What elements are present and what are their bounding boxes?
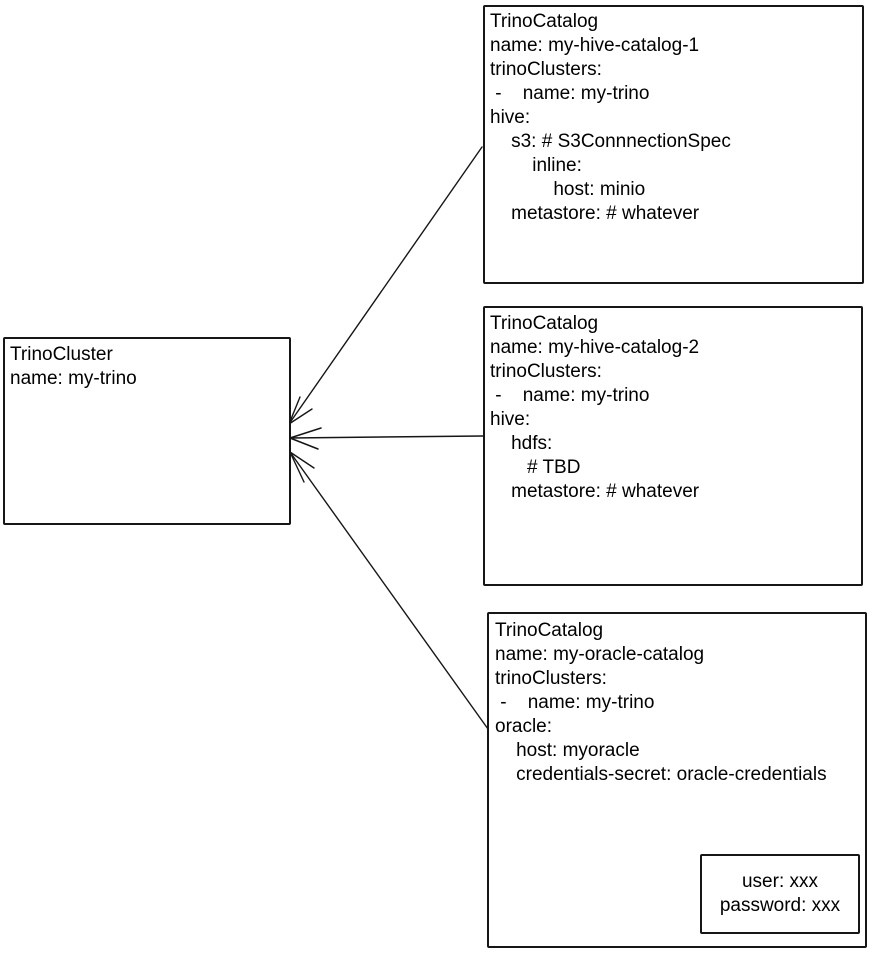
yaml-line: name: my-trino xyxy=(10,368,137,389)
arrow-catalog1-to-cluster xyxy=(288,146,483,425)
yaml-line: s3: # S3ConnnectionSpec xyxy=(490,131,731,152)
arrowhead-barb xyxy=(288,408,313,425)
trino-catalog-2-node: TrinoCatalog name: my-hive-catalog-2 tri… xyxy=(483,306,863,586)
yaml-line: user: xxx xyxy=(741,871,819,892)
oracle-credentials-secret-node: user: xxx password: xxx xyxy=(700,854,860,934)
node-title: TrinoCluster xyxy=(10,344,113,365)
connector-line xyxy=(289,451,489,730)
connector-line xyxy=(289,435,484,439)
yaml-line: - name: my-trino xyxy=(490,385,650,406)
node-title: TrinoCatalog xyxy=(490,11,599,32)
trino-catalog-3-node: TrinoCatalog name: my-oracle-catalog tri… xyxy=(487,612,867,948)
yaml-line: password: xxx xyxy=(719,895,841,916)
yaml-line: host: minio xyxy=(490,179,646,200)
trino-catalog-1-node: TrinoCatalog name: my-hive-catalog-1 tri… xyxy=(483,5,864,284)
yaml-line: hdfs: xyxy=(490,433,553,454)
yaml-line: trinoClusters: xyxy=(490,361,602,382)
yaml-line: metastore: # whatever xyxy=(490,481,700,502)
yaml-line: trinoClusters: xyxy=(490,59,602,80)
arrow-catalog3-to-cluster xyxy=(289,451,489,730)
arrowhead-barb xyxy=(289,437,319,450)
node-title: TrinoCatalog xyxy=(495,620,604,641)
arrow-catalog2-to-cluster xyxy=(289,427,484,450)
yaml-line: hive: xyxy=(490,107,531,128)
yaml-line: # TBD xyxy=(490,457,581,478)
yaml-line: credentials-secret: oracle-credentials xyxy=(495,764,827,785)
yaml-line: inline: xyxy=(490,155,582,176)
arrowhead-barb xyxy=(289,451,305,483)
yaml-line: - name: my-trino xyxy=(495,692,655,713)
arrowhead-barb xyxy=(289,451,315,469)
yaml-line: name: my-oracle-catalog xyxy=(495,644,705,665)
yaml-line: oracle: xyxy=(495,716,553,737)
arrowhead-barb xyxy=(289,427,322,439)
trino-cluster-node: TrinoCluster name: my-trino xyxy=(3,337,291,525)
yaml-line: name: my-hive-catalog-2 xyxy=(490,337,700,358)
connector-line xyxy=(288,146,483,425)
yaml-line: - name: my-trino xyxy=(490,83,650,104)
yaml-line: trinoClusters: xyxy=(495,668,607,689)
node-title: TrinoCatalog xyxy=(490,313,599,334)
yaml-line: hive: xyxy=(490,409,531,430)
yaml-line: name: my-hive-catalog-1 xyxy=(490,35,700,56)
yaml-line: metastore: # whatever xyxy=(490,203,700,224)
yaml-line: host: myoracle xyxy=(495,740,640,761)
